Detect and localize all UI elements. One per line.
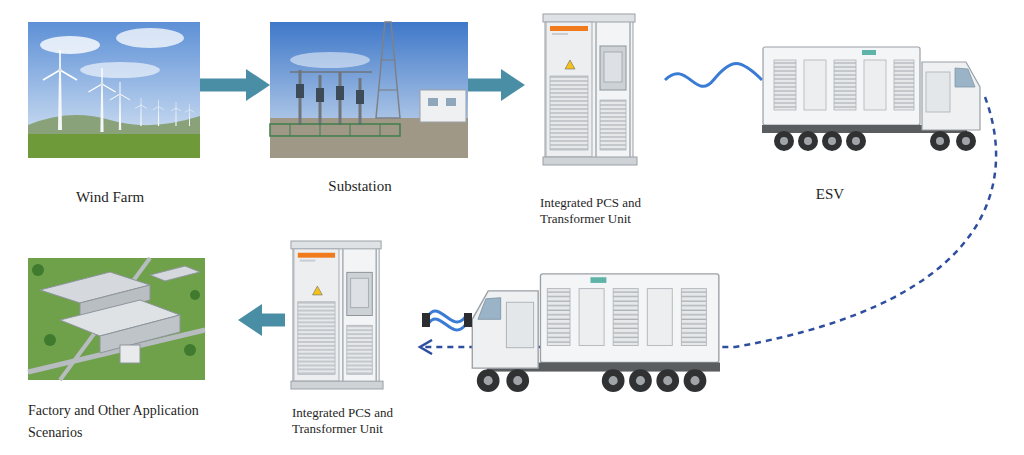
cable-connector bbox=[665, 64, 762, 87]
node-caption: ESV bbox=[780, 185, 880, 204]
pcs-cabinet-picture bbox=[291, 241, 383, 389]
picture-node: Wind Farm bbox=[28, 22, 200, 212]
factory-picture bbox=[28, 258, 205, 380]
picture-node: Integrated PCS and Transformer Unit bbox=[525, 12, 665, 232]
esv-truck-picture bbox=[472, 274, 720, 392]
picture-node: ESV bbox=[762, 42, 985, 208]
flow-arrow bbox=[200, 79, 250, 92]
pcs-cabinet-picture bbox=[543, 14, 637, 165]
node-caption: Factory and Other Application Scenarios bbox=[28, 400, 233, 444]
cable-icon bbox=[422, 311, 472, 330]
wind-farm-picture bbox=[28, 22, 200, 158]
picture-node: Integrated PCS and Transformer Unit bbox=[285, 235, 420, 445]
esv-truck-picture bbox=[762, 47, 980, 151]
node-caption: Integrated PCS and Transformer Unit bbox=[292, 405, 420, 438]
picture-node: Factory and Other Application Scenarios bbox=[28, 258, 238, 448]
node-caption: Substation bbox=[290, 177, 430, 196]
flow-arrow bbox=[258, 314, 285, 327]
node-caption: Wind Farm bbox=[40, 188, 180, 207]
flow-arrow bbox=[468, 79, 505, 92]
picture-node: Substation bbox=[270, 22, 468, 200]
substation-picture bbox=[270, 22, 468, 158]
node-caption: Integrated PCS and Transformer Unit bbox=[540, 195, 668, 228]
